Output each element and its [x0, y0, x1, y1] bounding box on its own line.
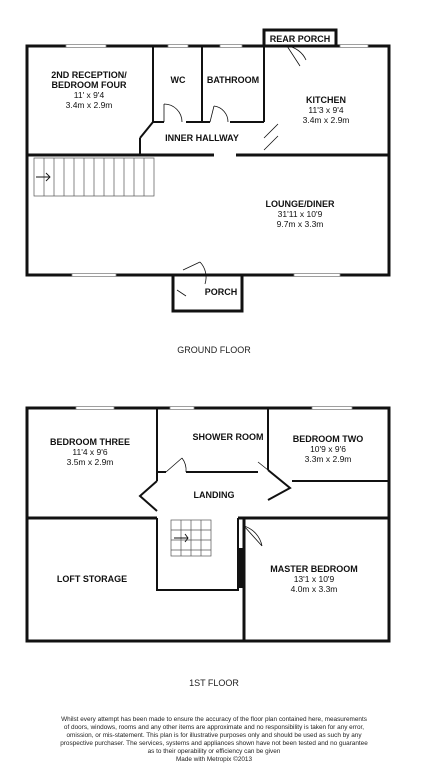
landing-diagonal-right [267, 469, 292, 501]
disclaimer-line: Made with Metropix ©2013 [176, 755, 253, 763]
ground-floor-caption: GROUND FLOOR [177, 345, 251, 355]
rear-porch-name: REAR PORCH [270, 34, 331, 44]
disclaimer: Whilst every attempt has been made to en… [60, 716, 368, 763]
bedroom-two-metric-size: 3.3m x 2.9m [305, 454, 352, 464]
porch-side-door [176, 289, 187, 297]
bedroom-two-door [257, 461, 269, 471]
disclaimer-line: of doors, windows, rooms and any other i… [64, 724, 364, 731]
stair-arrow-icon [174, 533, 189, 543]
wc-name: WC [171, 75, 186, 85]
inner-hallway-name: INNER HALLWAY [165, 133, 239, 143]
rear-porch-door [286, 45, 307, 67]
disclaimer-line: omission, or mis-statement. This plan is… [66, 732, 362, 739]
bedroom-three-metric-size: 3.5m x 2.9m [67, 457, 114, 467]
disclaimer-line: as to their operability or efficiency ca… [148, 748, 281, 755]
chimney-breast [238, 548, 244, 588]
kitchen-imperial-size: 11'3 x 9'4 [308, 105, 343, 115]
reception-window [65, 44, 107, 48]
ground-floor-staircase [33, 157, 155, 197]
lounge-imperial-size: 31'11 x 10'9 [278, 209, 323, 219]
ground-floor-outer-wall [25, 44, 391, 277]
bathroom-name: BATHROOM [207, 75, 259, 85]
disclaimer-line: Whilst every attempt has been made to en… [61, 716, 367, 723]
loft-storage-name: LOFT STORAGE [57, 574, 127, 584]
bedroom-three-name: BEDROOM THREE [50, 437, 130, 447]
bedroom-two-imperial-size: 10'9 x 9'6 [310, 444, 346, 454]
first-floor-caption: 1ST FLOOR [189, 678, 239, 688]
porch-wall [171, 275, 244, 313]
reception-name: 2ND RECEPTION/ [51, 70, 127, 80]
first-floor-plan [25, 406, 391, 643]
master-bedroom-door [243, 525, 263, 547]
bedroom-two-name: BEDROOM TWO [293, 434, 364, 444]
wc-door [163, 103, 183, 123]
landing-diagonal-left [138, 480, 158, 512]
bedroom-three-window [75, 406, 115, 410]
bedroom-three-imperial-size: 11'4 x 9'6 [72, 447, 107, 457]
shower-room-name: SHOWER ROOM [193, 432, 264, 442]
porch-name: PORCH [205, 287, 238, 297]
landing-stair-wall [156, 518, 239, 591]
porch-door [182, 261, 207, 285]
shower-room-window [169, 406, 195, 410]
shower-room-door [165, 457, 187, 473]
lounge-window-left [71, 273, 117, 277]
reception-imperial-size: 11' x 9'4 [74, 90, 105, 100]
bathroom-door [209, 105, 229, 123]
reception-metric-size: 3.4m x 2.9m [66, 100, 113, 110]
disclaimer-line: prospective purchaser. The services, sys… [60, 740, 368, 747]
wc-window [167, 44, 189, 48]
kitchen-name: KITCHEN [306, 95, 346, 105]
rear-porch-wall [262, 28, 338, 48]
master-bedroom-metric-size: 4.0m x 3.3m [291, 584, 338, 594]
kitchen-metric-size: 3.4m x 2.9m [303, 115, 350, 125]
master-bedroom-imperial-size: 13'1 x 10'9 [294, 574, 335, 584]
ground-floor-plan [25, 28, 391, 313]
landing-name: LANDING [194, 490, 235, 500]
lounge-name: LOUNGE/DINER [265, 199, 335, 209]
bedroom-two-window [311, 406, 353, 410]
kitchen-door [263, 123, 279, 151]
kitchen-window [339, 44, 369, 48]
first-floor-staircase [170, 519, 212, 557]
bathroom-window [219, 44, 243, 48]
stair-arrow-icon [36, 172, 51, 182]
hallway-left-wall [139, 121, 154, 155]
reception-name: BEDROOM FOUR [52, 80, 127, 90]
lounge-metric-size: 9.7m x 3.3m [277, 219, 324, 229]
master-bedroom-name: MASTER BEDROOM [270, 564, 358, 574]
lounge-window-right [293, 273, 341, 277]
